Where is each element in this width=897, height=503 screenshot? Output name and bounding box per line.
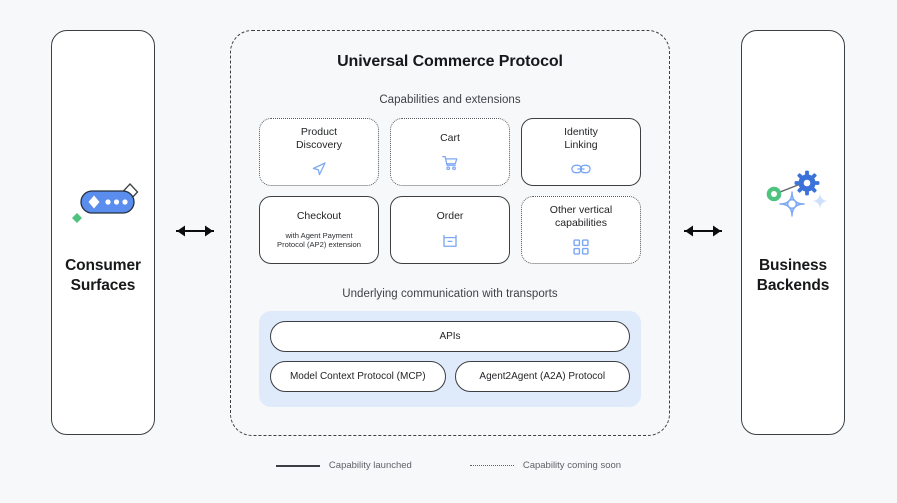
capability-title: Identity Linking (564, 125, 598, 151)
capabilities-section-label: Capabilities and extensions (379, 94, 521, 106)
transport-pill-row: Model Context Protocol (MCP) Agent2Agent… (270, 361, 630, 392)
consumer-surfaces-label: Consumer Surfaces (65, 256, 141, 294)
arrow-protocol-to-business (676, 218, 730, 244)
capability-title: Cart (440, 132, 460, 145)
capability-card-checkout[interactable]: Checkout with Agent Payment Protocol (AP… (259, 196, 379, 264)
transport-pill-apis[interactable]: APIs (270, 321, 630, 352)
link-chain-icon (571, 160, 591, 178)
capability-title: Checkout (296, 210, 342, 223)
legend-item-coming-soon: Capability coming soon (469, 460, 622, 471)
legend-solid-line-icon (275, 464, 320, 467)
consumer-surfaces-icon (60, 170, 146, 242)
capability-title: Order (436, 210, 464, 223)
transport-pill-mcp[interactable]: Model Context Protocol (MCP) (270, 361, 446, 392)
transports-container: APIs Model Context Protocol (MCP) Agent2… (259, 311, 641, 407)
business-backends-icon (750, 170, 836, 242)
consumer-surfaces-panel: Consumer Surfaces (51, 30, 155, 435)
capability-card-other-vertical[interactable]: Other vertical capabilities (521, 196, 641, 264)
legend: Capability launched Capability coming so… (0, 460, 897, 471)
legend-label: Capability launched (328, 460, 412, 471)
legend-item-launched: Capability launched (275, 460, 412, 471)
capability-card-identity-linking[interactable]: Identity Linking (521, 118, 641, 186)
package-box-icon (441, 232, 459, 250)
capability-card-cart[interactable]: Cart (390, 118, 510, 186)
page-title: Universal Commerce Protocol (337, 53, 563, 70)
capabilities-grid: Product Discovery Cart (259, 118, 641, 264)
legend-dotted-line-icon (469, 465, 514, 466)
business-backends-panel: Business Backends (741, 30, 845, 435)
business-backends-label: Business Backends (756, 256, 830, 294)
capability-subtitle: with Agent Payment Protocol (AP2) extens… (277, 230, 361, 250)
grid-squares-icon (573, 238, 589, 256)
send-arrow-icon (310, 160, 328, 178)
transports-section-label: Underlying communication with transports (342, 288, 558, 300)
capability-title: Product Discovery (295, 125, 343, 151)
capability-card-order[interactable]: Order (390, 196, 510, 264)
capability-title: Other vertical capabilities (549, 203, 613, 229)
shopping-cart-icon (441, 154, 459, 172)
universal-commerce-protocol-container: Universal Commerce Protocol Capabilities… (230, 30, 670, 436)
arrow-consumer-to-protocol (168, 218, 222, 244)
capability-card-product-discovery[interactable]: Product Discovery (259, 118, 379, 186)
legend-label: Capability coming soon (522, 460, 622, 471)
transport-pill-a2a[interactable]: Agent2Agent (A2A) Protocol (454, 361, 630, 392)
